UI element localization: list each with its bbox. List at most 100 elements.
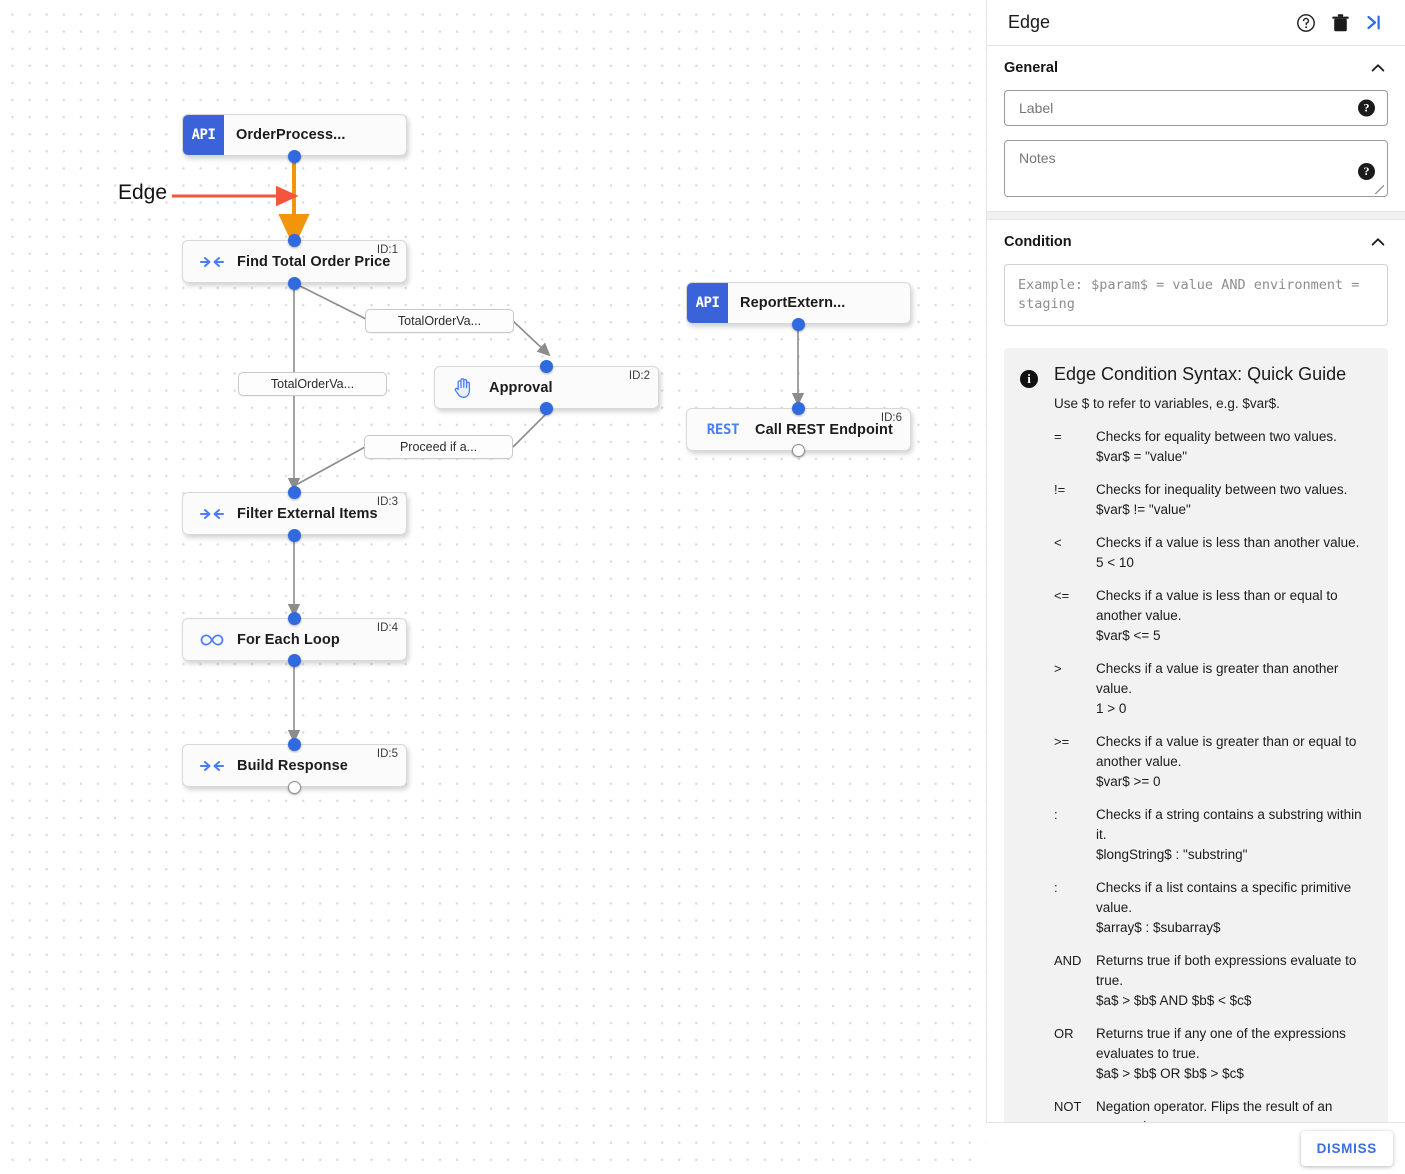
node-id-badge: ID:2 bbox=[628, 370, 650, 382]
merge-arrows-icon bbox=[197, 506, 227, 522]
notes-help-icon[interactable]: ? bbox=[1358, 163, 1375, 180]
node-title: Build Response bbox=[237, 757, 348, 774]
guide-operator-list: =Checks for equality between two values.… bbox=[1054, 427, 1372, 1157]
node-output-port[interactable] bbox=[288, 277, 301, 290]
node-output-port[interactable] bbox=[540, 402, 553, 415]
guide-operator-symbol: <= bbox=[1054, 588, 1070, 603]
node-input-port[interactable] bbox=[288, 486, 301, 499]
node-input-port[interactable] bbox=[288, 234, 301, 247]
node-title: Filter External Items bbox=[237, 505, 378, 522]
label-field-wrapper: ? bbox=[1004, 90, 1388, 126]
node-output-port[interactable] bbox=[288, 529, 301, 542]
guide-operator-symbol: > bbox=[1054, 661, 1062, 676]
node-title: OrderProcess... bbox=[236, 127, 346, 143]
edge-label-total-order-value-1[interactable]: TotalOrderVa... bbox=[365, 309, 514, 333]
node-output-port[interactable] bbox=[792, 318, 805, 331]
node-id-badge: ID:1 bbox=[376, 244, 398, 256]
condition-section-header[interactable]: Condition bbox=[1004, 220, 1388, 264]
guide-operator-example: $array$ : $subarray$ bbox=[1096, 920, 1221, 935]
node-id-badge: ID:5 bbox=[376, 748, 398, 760]
notes-textarea[interactable] bbox=[1005, 141, 1387, 191]
guide-operator-row: =Checks for equality between two values.… bbox=[1054, 427, 1372, 467]
condition-section: Condition Example: $param$ = value AND e… bbox=[987, 220, 1405, 326]
general-heading: General bbox=[1004, 60, 1058, 76]
guide-operator-description: Checks if a value is less than another v… bbox=[1096, 535, 1360, 550]
guide-operator-symbol: : bbox=[1054, 807, 1058, 822]
node-output-port[interactable] bbox=[288, 654, 301, 667]
guide-operator-row: : Checks if a string contains a substring… bbox=[1054, 805, 1372, 865]
guide-operator-row: <Checks if a value is less than another … bbox=[1054, 533, 1372, 573]
workflow-canvas[interactable]: Edge API OrderProcess... Find Total Orde… bbox=[0, 0, 986, 1174]
guide-operator-description: Checks if a list contains a specific pri… bbox=[1096, 880, 1352, 915]
edge-label-proceed-if[interactable]: Proceed if a... bbox=[364, 435, 513, 459]
guide-operator-example: $var$ >= 0 bbox=[1096, 774, 1161, 789]
chevron-up-icon[interactable] bbox=[1368, 232, 1388, 252]
edge-condition-quick-guide: i Edge Condition Syntax: Quick Guide Use… bbox=[1004, 348, 1388, 1174]
guide-operator-row: >=Checks if a value is greater than or e… bbox=[1054, 732, 1372, 792]
label-help-icon[interactable]: ? bbox=[1358, 99, 1375, 117]
guide-operator-description: Returns true if both expressions evaluat… bbox=[1096, 953, 1357, 988]
node-title: ReportExtern... bbox=[740, 295, 846, 311]
chevron-up-icon[interactable] bbox=[1368, 58, 1388, 78]
node-order-process[interactable]: API OrderProcess... bbox=[182, 114, 407, 156]
guide-operator-symbol: != bbox=[1054, 482, 1066, 497]
trash-icon[interactable] bbox=[1323, 6, 1357, 40]
node-call-rest-endpoint[interactable]: REST Call REST Endpoint ID:6 bbox=[686, 408, 911, 451]
panel-footer: DISMISS bbox=[986, 1122, 1405, 1174]
dismiss-button[interactable]: DISMISS bbox=[1300, 1131, 1393, 1166]
node-id-badge: ID:6 bbox=[880, 412, 902, 424]
guide-subtitle: Use $ to refer to variables, e.g. $var$. bbox=[1054, 396, 1280, 411]
node-input-port[interactable] bbox=[540, 360, 553, 373]
guide-operator-symbol: NOT bbox=[1054, 1099, 1082, 1114]
help-circle-icon[interactable] bbox=[1289, 6, 1323, 40]
guide-operator-description: Checks for inequality between two values… bbox=[1096, 482, 1348, 497]
node-title: Approval bbox=[489, 379, 553, 396]
condition-heading: Condition bbox=[1004, 234, 1072, 250]
node-input-port[interactable] bbox=[288, 738, 301, 751]
panel-header: Edge bbox=[987, 0, 1405, 46]
infinity-icon bbox=[197, 633, 227, 647]
edge-properties-panel: Edge General bbox=[986, 0, 1405, 1174]
edge-label-total-order-value-2[interactable]: TotalOrderVa... bbox=[238, 372, 387, 396]
notes-resize-handle[interactable] bbox=[1375, 185, 1384, 194]
condition-editor[interactable]: Example: $param$ = value AND environment… bbox=[1004, 264, 1388, 326]
condition-placeholder: Example: $param$ = value AND environment… bbox=[1018, 277, 1368, 312]
node-output-port[interactable] bbox=[792, 444, 805, 457]
api-badge-icon: API bbox=[687, 283, 728, 323]
guide-operator-symbol: = bbox=[1054, 429, 1062, 444]
guide-operator-description: Checks if a string contains a substring … bbox=[1096, 807, 1362, 842]
guide-operator-symbol: OR bbox=[1054, 1026, 1074, 1041]
node-report-external[interactable]: API ReportExtern... bbox=[686, 282, 911, 324]
info-icon: i bbox=[1020, 370, 1038, 388]
guide-operator-example: 5 < 10 bbox=[1096, 555, 1134, 570]
node-title: Find Total Order Price bbox=[237, 253, 391, 270]
api-badge-icon: API bbox=[183, 115, 224, 155]
hand-icon bbox=[449, 377, 479, 399]
guide-operator-example: $var$ = "value" bbox=[1096, 449, 1188, 464]
node-title: Call REST Endpoint bbox=[755, 421, 893, 438]
notes-field-wrapper: ? bbox=[1004, 140, 1388, 197]
guide-operator-example: $var$ <= 5 bbox=[1096, 628, 1161, 643]
guide-title: Edge Condition Syntax: Quick Guide bbox=[1054, 364, 1347, 384]
general-section-header[interactable]: General bbox=[1004, 46, 1388, 90]
general-section: General ? ? bbox=[987, 46, 1405, 197]
panel-scroll-region[interactable]: General ? ? Condition bbox=[987, 46, 1405, 1174]
node-output-port[interactable] bbox=[288, 150, 301, 163]
rest-badge-icon: REST bbox=[706, 421, 740, 438]
guide-operator-description: Checks if a value is greater than anothe… bbox=[1096, 661, 1339, 696]
node-input-port[interactable] bbox=[792, 402, 805, 415]
guide-operator-example: $var$ != "value" bbox=[1096, 502, 1191, 517]
guide-operator-example: $longString$ : "substring" bbox=[1096, 847, 1248, 862]
collapse-panel-icon[interactable] bbox=[1357, 6, 1391, 40]
edge-connections-layer bbox=[172, 156, 805, 744]
guide-operator-row: <=Checks if a value is less than or equa… bbox=[1054, 586, 1372, 646]
guide-operator-example: 1 > 0 bbox=[1096, 701, 1127, 716]
node-input-port[interactable] bbox=[288, 612, 301, 625]
node-for-each-loop[interactable]: For Each Loop ID:4 bbox=[182, 618, 407, 661]
section-divider bbox=[987, 211, 1405, 220]
guide-operator-symbol: AND bbox=[1054, 953, 1082, 968]
guide-operator-row: != Checks for inequality between two valu… bbox=[1054, 480, 1372, 520]
label-input[interactable] bbox=[1005, 91, 1387, 125]
node-output-port[interactable] bbox=[288, 781, 301, 794]
